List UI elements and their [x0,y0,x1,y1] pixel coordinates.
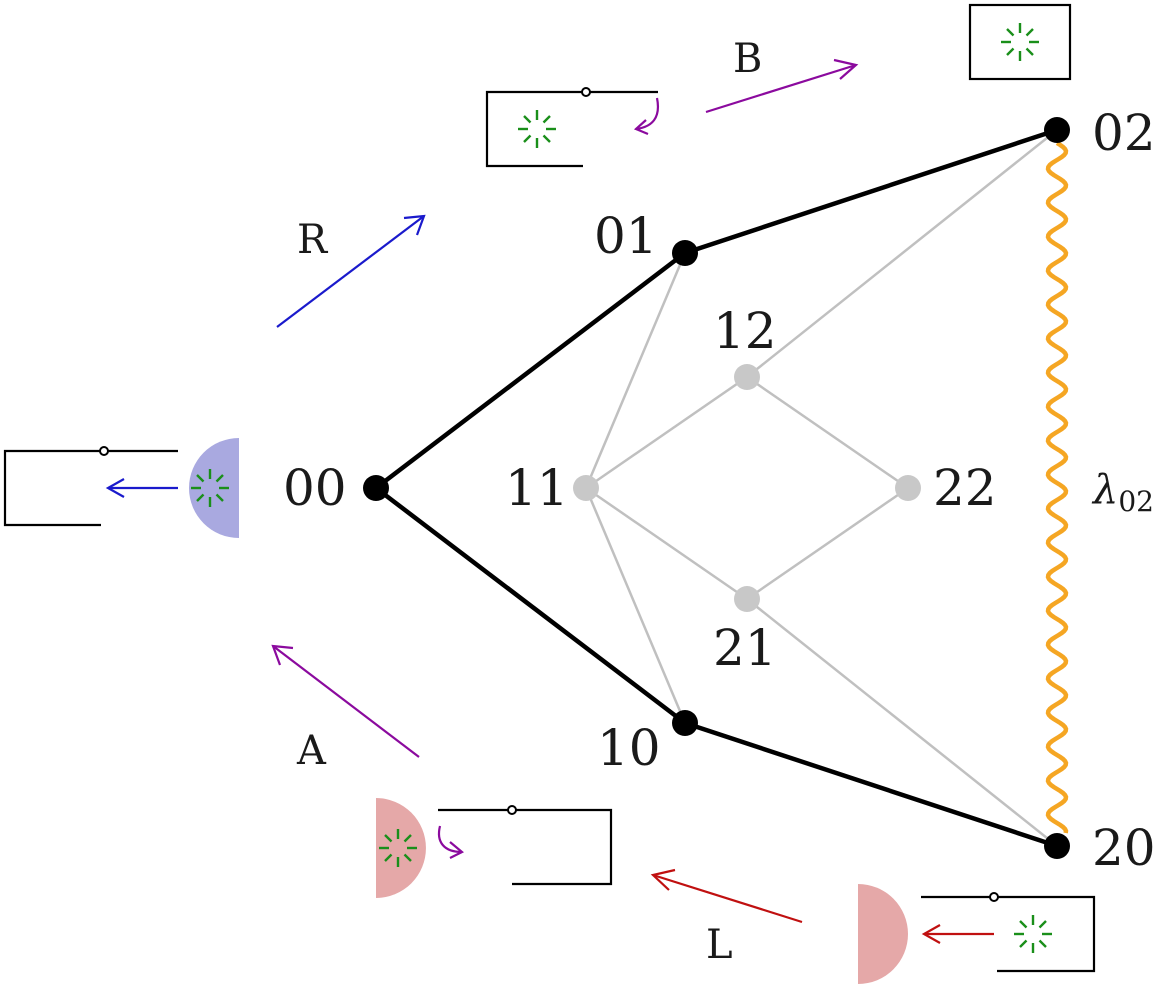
node-label-12: 12 [713,302,777,360]
edge-21-22 [746,486,909,601]
node-label-10: 10 [597,719,661,777]
bold-edges [374,127,1058,849]
edge-11-21 [585,486,748,601]
detector-half-disc-icon [858,884,908,984]
detector-left [3,438,239,538]
black-nodes [363,117,1070,859]
node-10 [672,710,698,736]
star-burst-icon [1012,913,1054,955]
star-burst-icon [516,108,558,150]
switch-circuit-top [485,87,658,168]
arrow-L [650,868,803,924]
wavy-link-label: λ02 [1091,467,1154,518]
edge-01-02 [684,127,1058,256]
arrow-label-A: A [296,728,327,774]
node-label-20: 20 [1092,819,1156,877]
wavy-link-02-20 [1045,141,1069,834]
node-22 [895,475,921,501]
edge-10-20 [684,720,1058,849]
node-01 [672,240,698,266]
edge-12-02 [746,129,1058,378]
node-label-00: 00 [283,459,347,517]
edge-00-10 [374,486,687,725]
arrow-label-B: B [733,36,762,82]
edge-12-22 [746,375,909,490]
arrow-R [276,214,426,328]
node-label-22: 22 [933,459,997,517]
node-00 [363,475,389,501]
light-edges [584,129,1058,847]
edge-01-11 [584,252,687,489]
node-11 [573,475,599,501]
node-label-01: 01 [594,207,658,265]
grey-nodes [573,364,921,612]
node-label-21: 21 [713,619,777,677]
node-21 [734,586,760,612]
emitter-box-top-right [968,3,1072,81]
node-label-02: 02 [1092,104,1156,162]
arrow-label-L: L [706,922,733,968]
arrow-A [271,644,420,758]
star-burst-icon [999,21,1041,63]
curved-arrow-icon [633,97,660,136]
edge-10-11 [584,487,687,724]
edge-00-01 [374,251,687,490]
edge-21-20 [746,598,1058,847]
curved-arrow-icon [437,825,464,859]
arrow-B [705,58,859,114]
node-12 [734,364,760,390]
lambda-symbol: λ [1091,467,1118,513]
arrow-label-R: R [297,217,329,263]
detector-bottom-right [858,884,1096,984]
detector-half-disc-icon [189,438,239,538]
detector-half-disc-icon [376,798,426,898]
lambda-subscript: 02 [1118,485,1154,518]
edge-11-12 [585,375,748,490]
node-label-11: 11 [505,459,569,517]
node-20 [1044,833,1070,859]
node-02 [1044,117,1070,143]
detector-bottom-left [376,798,613,898]
